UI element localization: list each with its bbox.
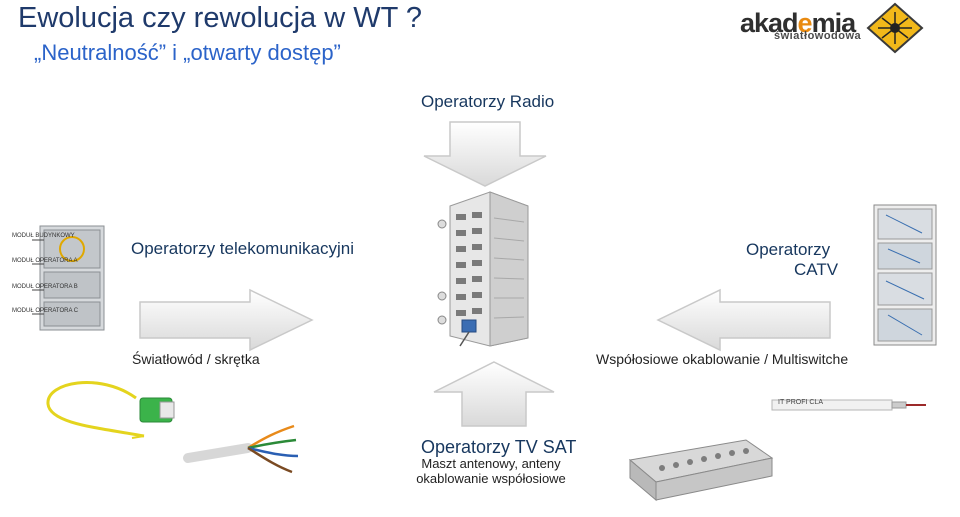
- cabinet-label-operator-b: MODUŁ OPERATORA B: [12, 284, 78, 290]
- twisted-pair-cable-icon: [186, 418, 304, 478]
- multiswitch-icon: [626, 438, 776, 504]
- page-title: Ewolucja czy rewolucja w WT ?: [18, 2, 422, 35]
- label-fiber-twisted-pair: Światłowód / skrętka: [132, 351, 260, 367]
- arrow-right-icon: [138, 288, 316, 352]
- fiber-cabinet-icon: [2, 224, 118, 334]
- cabinet-label-building: MODUŁ BUDYNKOWY: [12, 233, 75, 239]
- label-operators-catv-line2: CATV: [794, 260, 838, 280]
- arrow-left-icon: [656, 288, 832, 352]
- label-operators-telecom: Operatorzy telekomunikacyjni: [131, 239, 354, 259]
- arrow-down-icon: [420, 120, 550, 188]
- building-icon: [430, 188, 542, 348]
- label-operators-catv-line1: Operatorzy: [746, 240, 830, 260]
- page-subtitle: „Neutralność” i „otwarty dostęp”: [34, 40, 341, 66]
- catv-rack-icon: [872, 203, 938, 348]
- coax-cable-print: IT PROFI CLA: [778, 399, 823, 406]
- label-coax-multiswitch: Współosiowe okablowanie / Multiswitche: [596, 351, 848, 367]
- logo-tagline: światłowodowa: [774, 30, 861, 42]
- cabinet-label-operator-a: MODUŁ OPERATORA A: [12, 258, 77, 264]
- label-operators-tv-sat: Operatorzy TV SAT: [421, 437, 561, 458]
- fiber-pigtail-icon: [40, 378, 180, 448]
- label-sat-coax-cabling: okablowanie współosiowe: [406, 471, 576, 486]
- laser-warning-icon: [866, 2, 924, 54]
- label-operators-radio: Operatorzy Radio: [421, 92, 554, 112]
- cabinet-label-operator-c: MODUŁ OPERATORA C: [12, 308, 78, 314]
- label-sat-mast-antennas: Maszt antenowy, anteny: [406, 456, 576, 471]
- arrow-up-icon: [432, 360, 556, 430]
